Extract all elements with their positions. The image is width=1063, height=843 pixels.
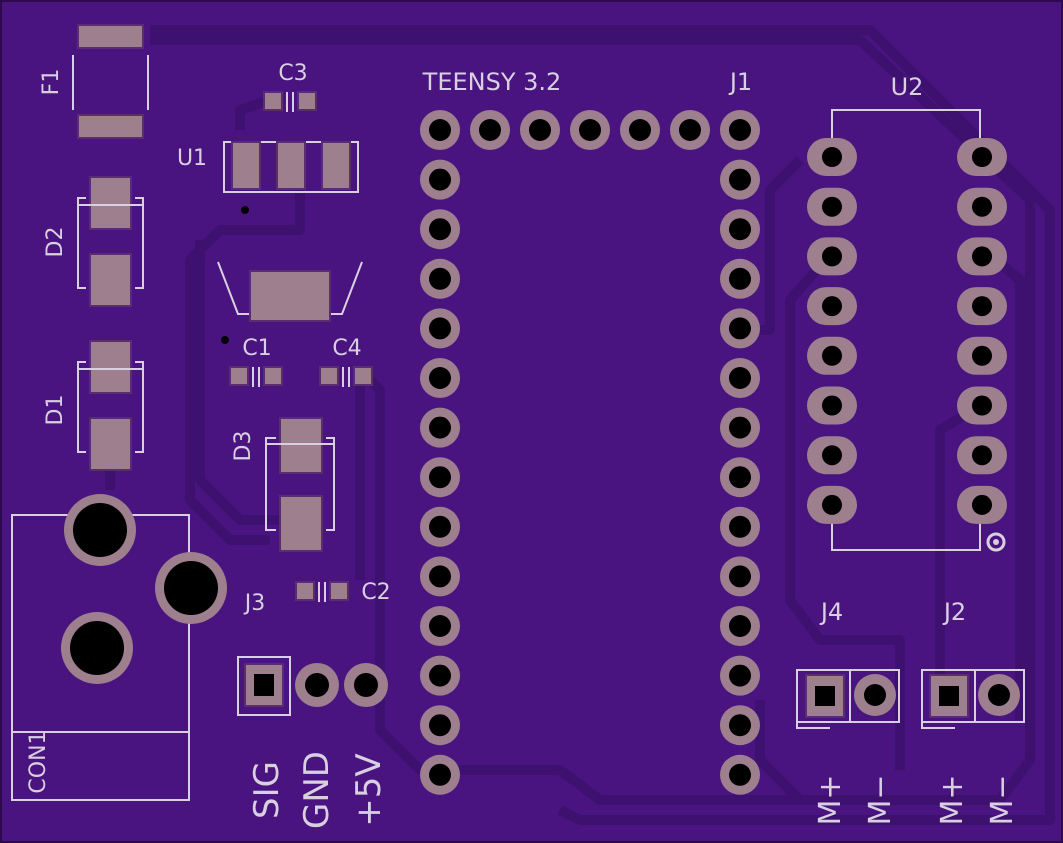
header-sig-gnd-5v: SIG GND +5V xyxy=(237,656,389,829)
c3-label: C3 xyxy=(278,61,307,86)
teensy-pin-right xyxy=(720,556,760,597)
teensy-pin-right xyxy=(720,209,760,250)
teensy-pin-left xyxy=(420,258,460,299)
fuse-f1: F1 xyxy=(39,24,149,139)
u2-pin-right xyxy=(957,287,1007,326)
u2-pin-right xyxy=(957,138,1007,176)
teensy-pin-right xyxy=(720,110,760,150)
teensy-pin-left xyxy=(420,655,460,696)
j2-mplus-label: M+ xyxy=(935,774,970,825)
teensy-pin-right xyxy=(720,258,760,299)
j2-label: J2 xyxy=(942,598,966,626)
d1-label: D1 xyxy=(43,395,68,426)
teensy-pin-left xyxy=(420,556,460,597)
f1-pad-top xyxy=(77,24,144,49)
teensy-pin-top xyxy=(620,110,660,150)
u1-label: U1 xyxy=(177,146,207,171)
u2-pin-right xyxy=(957,436,1007,475)
teensy-pins xyxy=(420,110,760,795)
teensy-pin-left xyxy=(420,358,460,398)
capacitor-c1: C1 xyxy=(229,336,283,387)
teensy-pin-right xyxy=(720,606,760,646)
u2-pin-right xyxy=(957,336,1007,375)
u2-pin-left xyxy=(807,485,857,524)
motor-connector-j4: J4 M+ M− xyxy=(796,598,900,826)
teensy-pin-right xyxy=(720,358,760,398)
c4-label: C4 xyxy=(332,336,361,361)
teensy-pin-right xyxy=(720,159,760,200)
u2-label: U2 xyxy=(891,73,924,101)
c2-label: C2 xyxy=(361,580,390,605)
teensy-pin-right xyxy=(720,457,760,498)
teensy-pin-left xyxy=(420,209,460,250)
j4-mplus-label: M+ xyxy=(813,774,848,825)
capacitor-c3: C3 xyxy=(263,61,317,112)
u2-pin-left xyxy=(807,336,857,375)
teensy-pin-left xyxy=(420,308,460,349)
u2-pin-left xyxy=(807,187,857,226)
5v-label: +5V xyxy=(349,753,389,826)
u2-pin-left xyxy=(807,287,857,326)
diode-d3: D3 xyxy=(231,417,335,552)
teensy-j1: TEENSY 3.2 J1 xyxy=(420,68,760,795)
teensy-pin-top xyxy=(670,110,710,150)
d2-label: D2 xyxy=(43,227,68,258)
f1-pad-bottom xyxy=(77,114,144,139)
teensy-pin-left xyxy=(420,705,460,746)
u2-pin-left xyxy=(807,237,857,276)
regulator-u1: U1 xyxy=(177,141,363,344)
teensy-pin-left xyxy=(420,110,460,150)
teensy-pin-left xyxy=(420,407,460,448)
u2-pin-right xyxy=(957,485,1007,524)
u2-pins xyxy=(807,138,1007,524)
teensy-label: TEENSY 3.2 xyxy=(422,68,562,96)
teensy-pin-left xyxy=(420,754,460,795)
capacitor-c4: C4 xyxy=(319,336,373,387)
sig-label: SIG xyxy=(247,761,287,819)
u2-pin-left xyxy=(807,386,857,425)
teensy-pin-top xyxy=(520,110,560,150)
teensy-pin-left xyxy=(420,457,460,498)
j4-label: J4 xyxy=(819,598,843,626)
u2-pin-left xyxy=(807,138,857,176)
j1-label: J1 xyxy=(728,68,752,96)
capacitor-c2: C2 xyxy=(295,580,391,605)
diode-d2: D2 xyxy=(43,176,144,307)
motor-connector-j2: J2 M+ M− xyxy=(921,598,1025,826)
d3-label: D3 xyxy=(231,431,256,462)
teensy-pin-right xyxy=(720,754,760,795)
u2-pin-left xyxy=(807,436,857,475)
gnd-label: GND xyxy=(297,751,337,829)
c1-label: C1 xyxy=(242,336,271,361)
j2-mminus-label: M− xyxy=(985,774,1020,825)
teensy-pin-right xyxy=(720,655,760,696)
diode-d1: D1 xyxy=(43,340,144,471)
teensy-pin-right xyxy=(720,407,760,448)
barrel-jack-con1: J3 CON1 xyxy=(11,494,266,801)
teensy-pin-top xyxy=(470,110,510,150)
u2-pin-right xyxy=(957,187,1007,226)
teensy-pin-left xyxy=(420,159,460,200)
teensy-pin-right xyxy=(720,705,760,746)
teensy-pin-right xyxy=(720,308,760,349)
teensy-pin-left xyxy=(420,606,460,646)
f1-label: F1 xyxy=(39,69,64,96)
con1-label: CON1 xyxy=(26,730,51,793)
j3-label: J3 xyxy=(243,591,266,616)
driver-u2: U2 xyxy=(807,73,1007,552)
teensy-pin-left xyxy=(420,506,460,547)
u2-pin-right xyxy=(957,386,1007,425)
u2-pin-right xyxy=(957,237,1007,276)
u1-tab-pad xyxy=(249,270,331,322)
teensy-pin-top xyxy=(570,110,610,150)
j4-mminus-label: M− xyxy=(863,774,898,825)
teensy-pin-right xyxy=(720,506,760,547)
